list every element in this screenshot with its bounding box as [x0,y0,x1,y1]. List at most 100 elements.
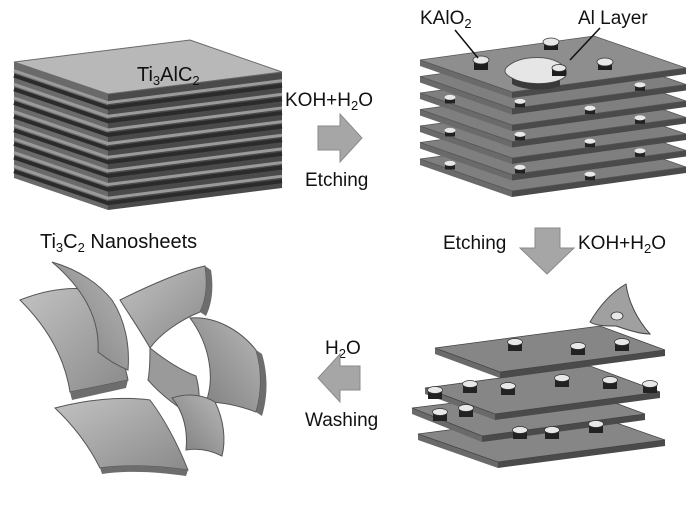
kalo2-particle [501,386,515,395]
etched-layered-stack: KAlO2 Al Layer [419,8,687,197]
layer-highlight [13,69,283,105]
kalo2-particle-top [500,382,516,390]
kalo2-particle [463,384,477,393]
kalo2-particle-top [514,164,526,170]
layer-side [512,84,686,115]
kalo2-particle-top [602,376,618,384]
kalo2-particle [603,380,617,389]
nanosheet [54,397,189,471]
kalo2-particle-top [444,127,456,133]
kalo2-particle-top [588,420,604,428]
kalo2-particle-top [458,404,474,412]
layer-stripe [13,141,283,178]
sheet-edge [412,408,482,442]
layer-side [420,76,512,115]
kalo2-particle [513,430,527,439]
down-arrow-icon [518,227,576,275]
kalo2-particle [585,108,595,115]
kalo2-particle-top [634,148,646,154]
nanosheet [171,394,225,457]
ti3c2-nanosheets-label: Ti3C2 Nanosheets [40,231,197,255]
layer-stripe [13,169,283,206]
nanosheet [189,317,261,413]
kalo2-particle [433,412,447,421]
kalo2-particle-top [554,374,570,382]
left-arrow-icon [317,352,361,404]
layer-side [512,167,686,197]
layer-stripe [13,114,283,151]
layer-highlight [13,96,283,132]
delaminating-sheets [411,283,666,468]
kalo2-particle [643,384,657,393]
layer-highlight [13,151,283,187]
kalo2-particle [515,101,525,108]
kalo2-particle-top [507,338,523,346]
kalo2-particle [615,342,629,351]
kalo2-particle-top [642,380,658,388]
layer-side [512,134,686,164]
kalo2-particle-top [584,105,596,111]
layer-side [420,109,512,148]
loose-sheet [434,325,666,373]
layer-highlight [13,123,283,159]
sheet-edge [418,434,498,468]
kalo2-particle [635,117,645,124]
layer-side [420,142,512,181]
ti3alc2-layered-stack: Ti3AlC2 [13,39,283,210]
kalo2-particle [571,346,585,355]
layer-highlight [13,82,283,118]
layer-highlight [13,164,283,200]
washing-step-left: H2O Washing [305,338,378,431]
layer-stripe [13,128,283,165]
ti3alc2-label: Ti3AlC2 [137,64,200,88]
kalo2-callout-line [454,29,479,59]
kalo2-particle-top [462,380,478,388]
right-arrow-icon [317,112,363,164]
etch-down-reagent-label: KOH+H2O [578,233,666,256]
kalo2-particle [589,424,603,433]
kalo2-particle [545,430,559,439]
ti3c2-nanosheets: Ti3C2 Nanosheets [19,231,267,476]
kalo2-particle-top [444,94,456,100]
curled-flake [589,283,652,335]
layer-side [512,117,686,148]
kalo2-particle-top [570,342,586,350]
kalo2-particle [635,84,645,91]
kalo2-particle [585,174,595,181]
kalo2-label: KAlO2 [420,8,472,31]
layer-side [420,60,512,98]
kalo2-particle-top [444,160,456,166]
layer-stripe [13,87,283,124]
wash-reagent-label: H2O [325,338,361,361]
kalo2-particle-top [514,98,526,104]
kalo2-particle [428,390,442,399]
kalo2-particle [555,378,569,387]
etching-step-down: Etching KOH+H2O [443,227,666,275]
layer-side [420,126,512,164]
layer-stripe [13,155,283,192]
kalo2-particle [515,167,525,174]
kalo2-particle-top [584,171,596,177]
kalo2-particle [585,141,595,148]
sheet-edge [495,392,660,420]
layer-highlight [13,137,283,173]
kalo2-particle [445,97,455,104]
sheet-edge [435,348,500,378]
sheet-edge [498,440,665,468]
nanosheet [51,261,129,371]
al-layer-callout-line [569,27,601,61]
kalo2-particle-top [584,138,596,144]
wash-process-label: Washing [305,410,378,431]
layer-side [512,101,686,131]
layer-highlight [13,110,283,146]
layer-side [420,159,512,197]
kalo2-particle-top [634,115,646,121]
kalo2-particle-top [544,426,560,434]
kalo2-particle-top [634,82,646,88]
kalo2-particle [508,342,522,351]
kalo2-particle [635,150,645,157]
nanosheet [119,265,207,349]
layer-side [512,150,686,181]
kalo2-particle-top [514,131,526,137]
